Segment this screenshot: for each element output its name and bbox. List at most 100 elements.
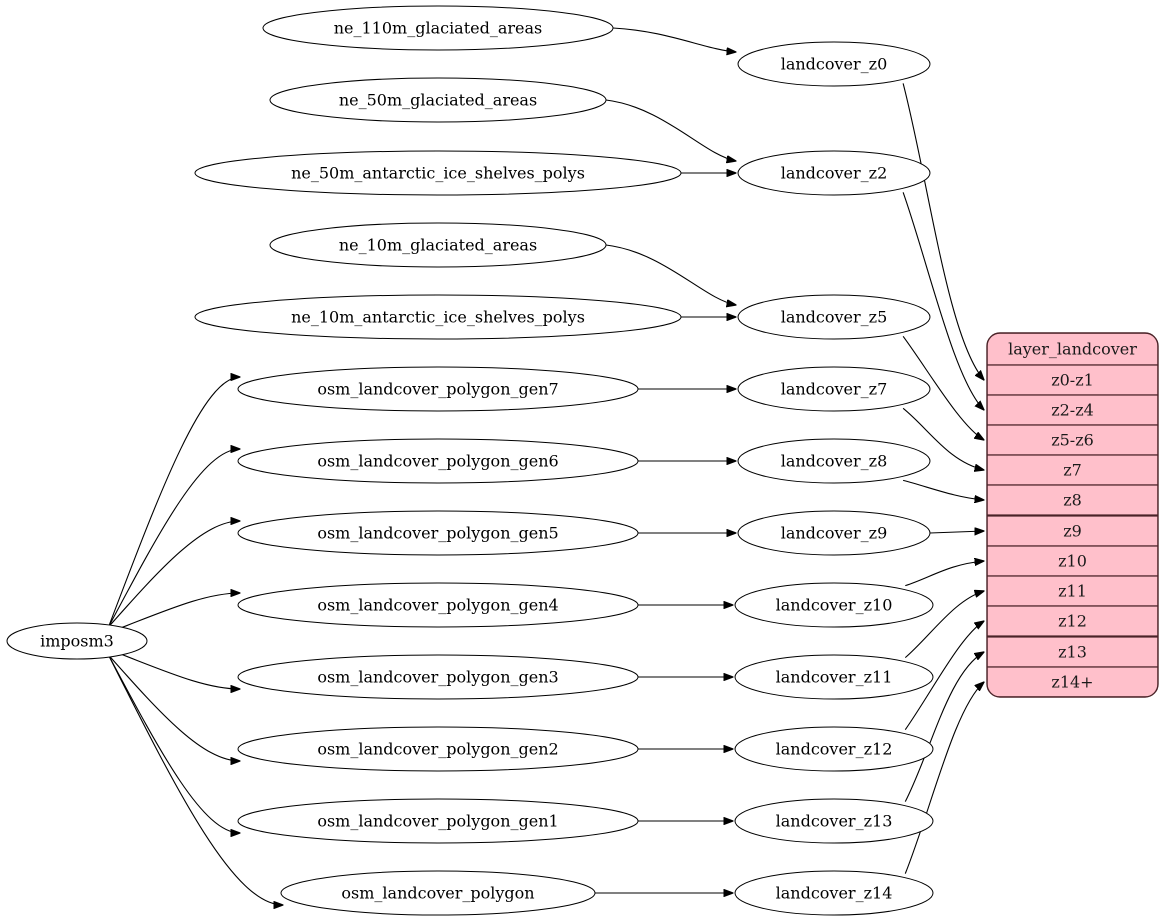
node-shape [194, 294, 682, 340]
table-row-z7[interactable]: z7 [987, 454, 1158, 486]
table-row-z9[interactable]: z9 [987, 515, 1158, 547]
node-osm_landcover_polygon_gen6[interactable]: osm_landcover_polygon_gen6 [237, 438, 639, 484]
table-row-z10[interactable]: z10 [987, 545, 1158, 577]
node-shape [237, 798, 639, 844]
table-row-z14+[interactable]: z14+ [987, 666, 1158, 697]
node-label: osm_landcover_polygon_gen3 [317, 668, 558, 687]
node-ne_110m_glaciated_areas[interactable]: ne_110m_glaciated_areas [262, 5, 614, 51]
node-label: landcover_z11 [776, 668, 893, 687]
node-label: landcover_z2 [781, 164, 888, 183]
node-shape [280, 870, 596, 916]
node-shape [737, 366, 931, 412]
node-osm_landcover_polygon_gen3[interactable]: osm_landcover_polygon_gen3 [237, 654, 639, 700]
edge-imposm3-to-osm_landcover_polygon_gen1 [108, 654, 241, 833]
table-header: layer_landcover [987, 333, 1158, 366]
node-osm_landcover_polygon_gen4[interactable]: osm_landcover_polygon_gen4 [237, 582, 639, 628]
table-row-z0-z1[interactable]: z0-z1 [987, 364, 1158, 396]
table-row-label: z2-z4 [1051, 401, 1094, 420]
table-row-label: z10 [1058, 552, 1087, 571]
node-shape [734, 726, 934, 772]
edge-landcover_z5-to-table-row-2 [902, 336, 984, 440]
node-label: ne_10m_antarctic_ice_shelves_polys [291, 308, 585, 327]
node-landcover_z8[interactable]: landcover_z8 [737, 438, 931, 484]
node-label: landcover_z7 [781, 380, 888, 399]
edge-imposm3-to-osm_landcover_polygon_gen7 [107, 377, 241, 628]
node-ne_50m_antarctic_ice_shelves_polys[interactable]: ne_50m_antarctic_ice_shelves_polys [194, 150, 682, 196]
node-shape [737, 294, 931, 340]
node-ne_50m_glaciated_areas[interactable]: ne_50m_glaciated_areas [269, 77, 607, 123]
node-label: osm_landcover_polygon_gen7 [317, 380, 558, 399]
edge-imposm3-to-osm_landcover_polygon [108, 654, 284, 905]
node-shape [734, 654, 934, 700]
edge-imposm3-to-osm_landcover_polygon_gen3 [108, 648, 241, 689]
table-row-label: z9 [1063, 522, 1082, 541]
edge-imposm3-to-osm_landcover_polygon_gen6 [108, 449, 241, 628]
node-landcover_z10[interactable]: landcover_z10 [734, 582, 934, 628]
node-osm_landcover_polygon_gen5[interactable]: osm_landcover_polygon_gen5 [237, 510, 639, 556]
table-row-z11[interactable]: z11 [987, 575, 1158, 607]
edge-landcover_z0-to-table-row-0 [902, 83, 984, 380]
node-shape [737, 150, 931, 196]
table-row-z12[interactable]: z12 [987, 605, 1158, 637]
node-landcover_z12[interactable]: landcover_z12 [734, 726, 934, 772]
node-shape [237, 366, 639, 412]
node-label: landcover_z0 [781, 55, 888, 74]
table-row-z5-z6[interactable]: z5-z6 [987, 424, 1158, 456]
node-landcover_z7[interactable]: landcover_z7 [737, 366, 931, 412]
node-shape [237, 438, 639, 484]
node-osm_landcover_polygon_gen7[interactable]: osm_landcover_polygon_gen7 [237, 366, 639, 412]
edge-imposm3-to-osm_landcover_polygon_gen4 [108, 593, 241, 634]
node-ne_10m_antarctic_ice_shelves_polys[interactable]: ne_10m_antarctic_ice_shelves_polys [194, 294, 682, 340]
table-row-z2-z4[interactable]: z2-z4 [987, 394, 1158, 426]
edge-layer [107, 27, 985, 905]
node-shape [737, 41, 931, 87]
node-label: ne_10m_glaciated_areas [339, 236, 537, 255]
table-row-z8[interactable]: z8 [987, 484, 1158, 516]
edge-landcover_z7-to-table-row-3 [902, 407, 984, 470]
edge-landcover_z13-to-table-row-9 [904, 652, 984, 802]
table-row-label: z5-z6 [1051, 431, 1094, 450]
node-shape [734, 582, 934, 628]
node-label: ne_50m_antarctic_ice_shelves_polys [291, 164, 585, 183]
node-label: osm_landcover_polygon_gen2 [317, 740, 558, 759]
node-osm_landcover_polygon_gen2[interactable]: osm_landcover_polygon_gen2 [237, 726, 639, 772]
edge-landcover_z2-to-table-row-1 [902, 192, 984, 410]
table-row-label: z8 [1063, 491, 1082, 510]
node-shape [734, 798, 934, 844]
node-label: osm_landcover_polygon_gen5 [317, 524, 558, 543]
edge-landcover_z8-to-table-row-4 [902, 479, 984, 500]
node-label: osm_landcover_polygon_gen6 [317, 452, 558, 471]
node-landcover_z14[interactable]: landcover_z14 [734, 870, 934, 916]
node-shape [269, 222, 607, 268]
node-landcover_z0[interactable]: landcover_z0 [737, 41, 931, 87]
node-label: landcover_z9 [781, 524, 888, 543]
node-landcover_z5[interactable]: landcover_z5 [737, 294, 931, 340]
edge-landcover_z12-to-table-row-8 [904, 621, 984, 730]
table-row-label: z0-z1 [1051, 371, 1094, 390]
node-imposm3[interactable]: imposm3 [6, 622, 148, 660]
node-shape [237, 654, 639, 700]
edge-ne_10m_glaciated_areas-to-landcover_z5 [605, 244, 736, 305]
table-row-label: z13 [1058, 643, 1087, 662]
node-label: osm_landcover_polygon_gen1 [317, 812, 558, 831]
node-landcover_z11[interactable]: landcover_z11 [734, 654, 934, 700]
table-row-z13[interactable]: z13 [987, 636, 1158, 668]
table-header-label: layer_landcover [1008, 340, 1137, 359]
node-landcover_z2[interactable]: landcover_z2 [737, 150, 931, 196]
node-shape [237, 510, 639, 556]
node-osm_landcover_polygon[interactable]: osm_landcover_polygon [280, 870, 596, 916]
node-ne_10m_glaciated_areas[interactable]: ne_10m_glaciated_areas [269, 222, 607, 268]
node-shape [237, 582, 639, 628]
node-shape [262, 5, 614, 51]
node-landcover_z13[interactable]: landcover_z13 [734, 798, 934, 844]
node-label: ne_110m_glaciated_areas [334, 19, 543, 38]
node-landcover_z9[interactable]: landcover_z9 [737, 510, 931, 556]
node-label: landcover_z10 [776, 596, 893, 615]
node-label: ne_50m_glaciated_areas [339, 91, 537, 110]
node-osm_landcover_polygon_gen1[interactable]: osm_landcover_polygon_gen1 [237, 798, 639, 844]
edge-landcover_z11-to-table-row-7 [904, 591, 984, 659]
edge-landcover_z10-to-table-row-6 [905, 561, 984, 587]
node-label: landcover_z5 [781, 308, 888, 327]
node-label: landcover_z8 [781, 452, 888, 471]
